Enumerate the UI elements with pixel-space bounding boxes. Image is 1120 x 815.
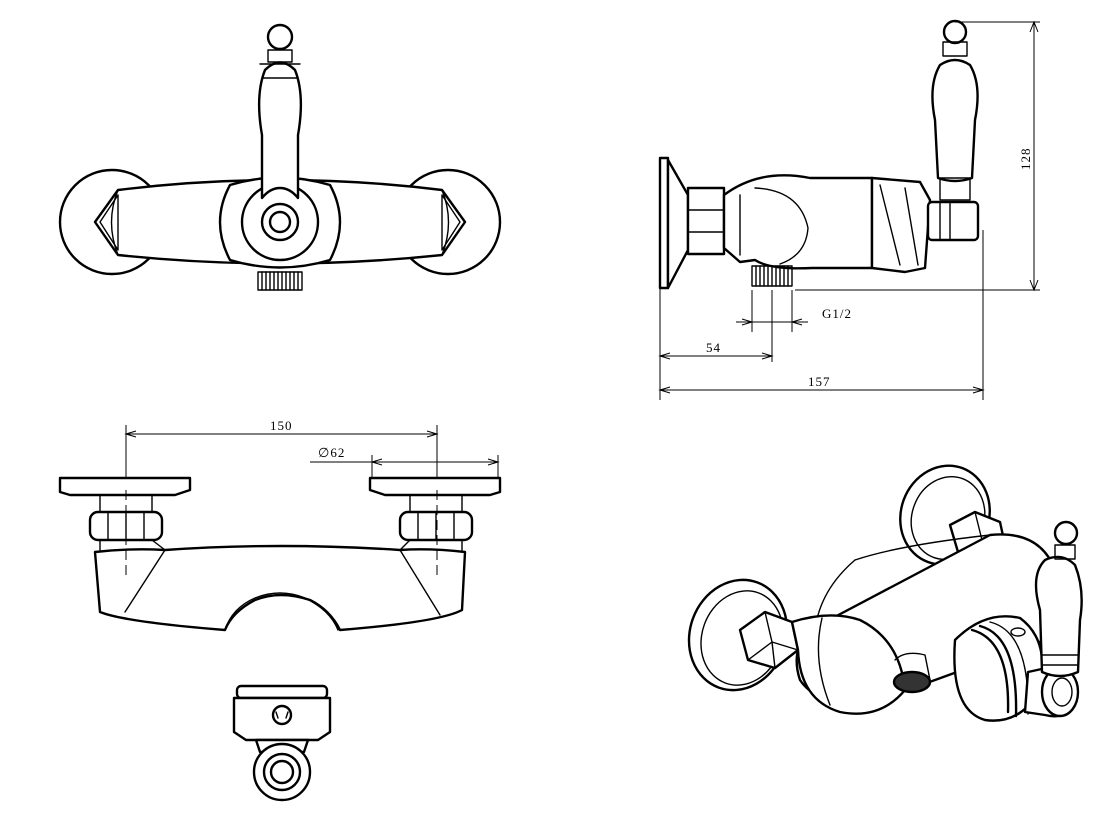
dim-diameter-label: ∅62 (318, 445, 345, 460)
side-wall-flange (666, 158, 690, 290)
top-body (93, 544, 467, 632)
outlet-thread (257, 271, 303, 291)
iso-lever-handle (1034, 555, 1083, 678)
side-hex-nut (686, 186, 726, 256)
side-body (722, 174, 874, 270)
side-spindle (926, 200, 980, 242)
handle-knob (266, 23, 294, 51)
iso-handle-knob (1053, 520, 1079, 546)
dim-depth-label: 157 (808, 374, 831, 389)
top-right-flange (368, 476, 502, 497)
dim-centers-label: 150 (270, 418, 293, 433)
front-view (58, 23, 502, 291)
small-outlet (252, 742, 312, 802)
isometric-view (687, 464, 1083, 722)
iso-outlet (892, 670, 932, 694)
dim-thread-label: G1/2 (822, 306, 852, 321)
small-front-view (232, 684, 332, 802)
side-view: 128 G1/2 54 157 (658, 19, 1040, 400)
top-left-flange (58, 476, 192, 497)
lever-handle (257, 61, 303, 200)
top-view: 150 ∅62 (58, 418, 502, 632)
side-handle-knob (942, 19, 968, 45)
dim-height-label: 128 (1018, 148, 1033, 171)
dim-offset-label: 54 (706, 340, 721, 355)
small-housing (232, 696, 332, 742)
side-lever-handle (931, 58, 979, 183)
